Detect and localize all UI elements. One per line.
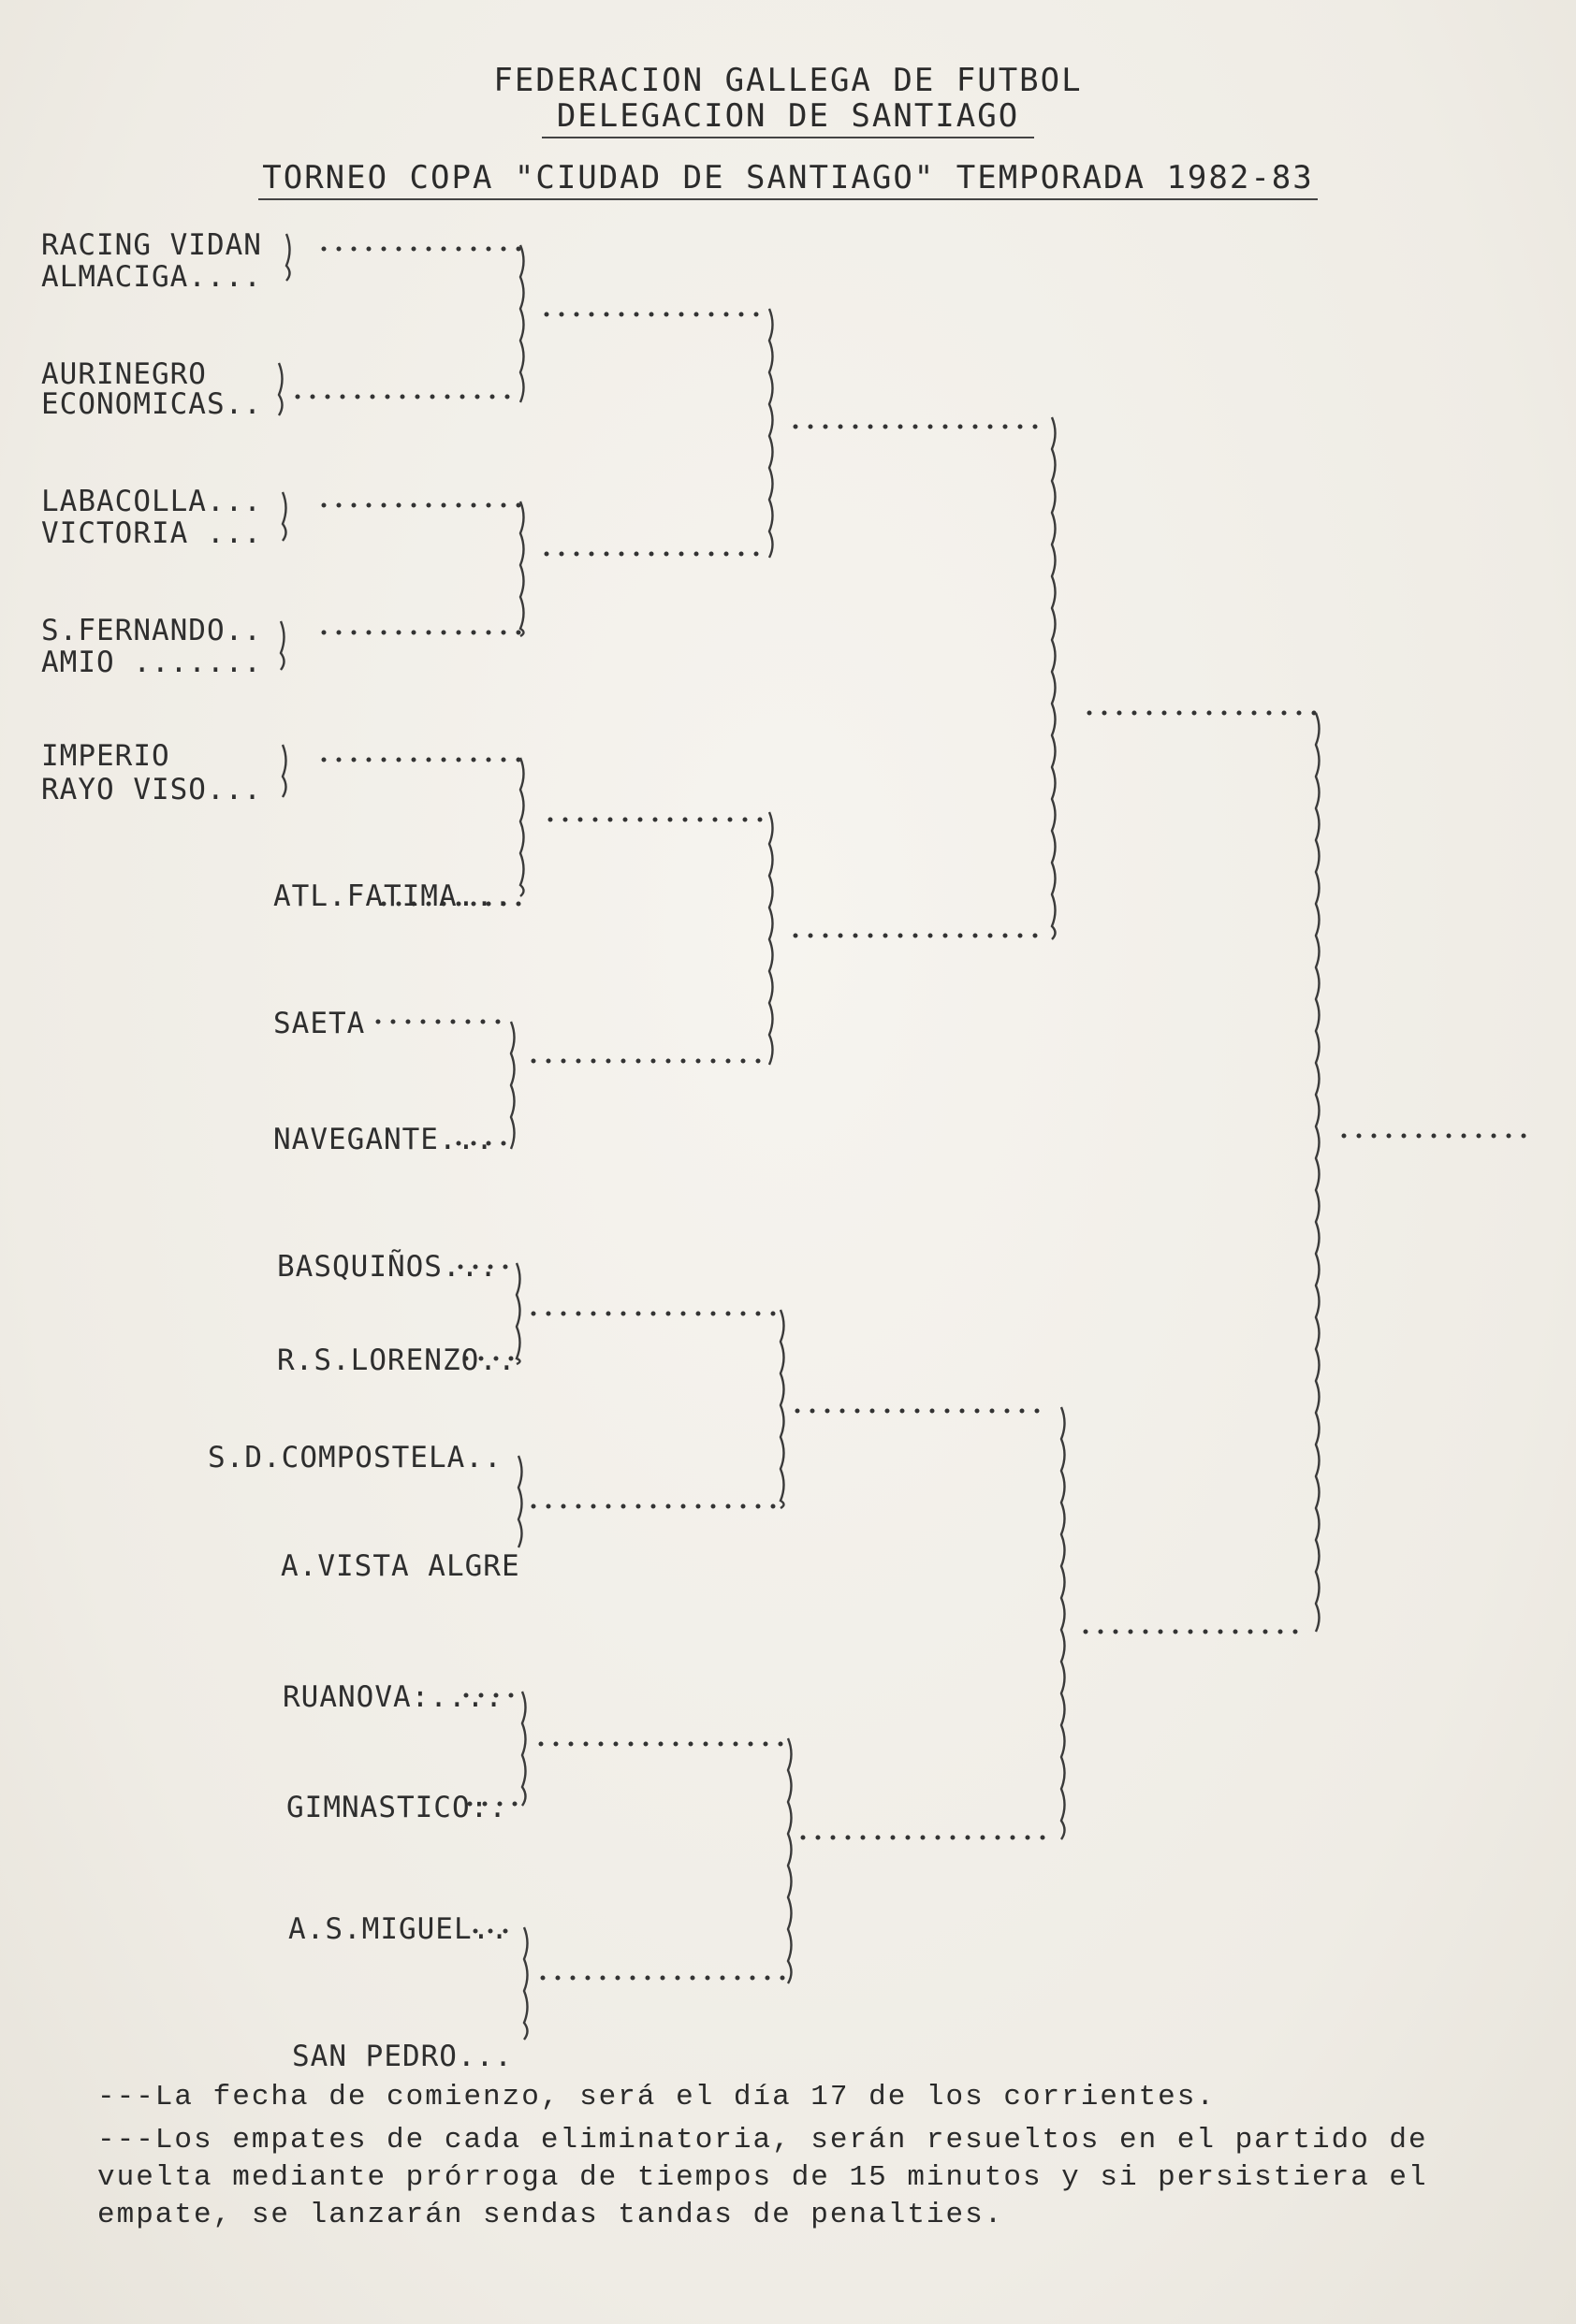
r1-pair-brace-4	[279, 620, 285, 671]
team-almaciga: ALMACIGA....	[41, 260, 262, 294]
team-atl-fatima: ATL.FATIMA...	[273, 879, 513, 913]
r2-brace-1	[518, 244, 525, 403]
team-s-d-compostela: S.D.COMPOSTELA..	[208, 1441, 503, 1474]
r4-brace-2	[1059, 1406, 1066, 1840]
federation-title: FEDERACION GALLEGA DE FUTBOL	[493, 62, 1083, 99]
team-a-s-miguel: A.S.MIGUEL..	[288, 1912, 509, 1946]
team-ruanova: RUANOVA:....	[283, 1680, 503, 1714]
r1-pair-brace-3	[281, 491, 287, 542]
delegation-title: DELEGACION DE SANTIAGO	[0, 97, 1576, 138]
r3-brace-3	[779, 1309, 785, 1510]
r3-brace-4	[786, 1737, 793, 1984]
r2-brace-8	[522, 1926, 529, 2041]
note-tiebreak: ---Los empates de cada eliminatoria, ser…	[97, 2124, 1428, 2231]
team-navegante: NAVEGANTE...	[273, 1123, 494, 1156]
team-economicas: ECONOMICAS..	[41, 387, 262, 421]
r3-brace-2	[767, 811, 774, 1066]
team-rayo-viso: RAYO VISO...	[41, 773, 262, 806]
team-saeta: SAETA	[273, 1007, 366, 1040]
r2-brace-7	[520, 1691, 527, 1807]
team-imperio: IMPERIO	[41, 739, 170, 773]
r2-brace-6	[517, 1455, 523, 1548]
r1-pair-brace-1	[285, 233, 291, 282]
team-s-fernando: S.FERNANDO..	[41, 614, 262, 647]
team-labacolla: LABACOLLA...	[41, 485, 262, 518]
tournament-title: TORNEO COPA "CIUDAD DE SANTIAGO" TEMPORA…	[0, 159, 1576, 200]
team-victoria: VICTORIA ...	[41, 516, 262, 550]
team-san-pedro: SAN PEDRO...	[292, 2040, 513, 2073]
final-brace	[1314, 712, 1321, 1633]
team-amio: AMIO .......	[41, 646, 262, 679]
r4-brace-1	[1050, 416, 1057, 940]
r2-brace-3	[518, 757, 525, 897]
note-start-date: ---La fecha de comienzo, será el día 17 …	[97, 2081, 1216, 2113]
r2-brace-2	[518, 501, 525, 638]
r3-brace-1	[767, 308, 774, 559]
team-racing-vidan: RACING VIDAN	[41, 228, 262, 262]
r1-pair-brace-2	[277, 362, 284, 416]
team-a-vista-algre: A.VISTA ALGRE	[281, 1549, 520, 1583]
team-r-s-lorenzo: R.S.LORENZO..	[277, 1344, 517, 1377]
team-gimnastico: GIMNASTICO:.	[286, 1791, 507, 1824]
team-basquinos: BASQUIÑOS...	[277, 1250, 498, 1284]
r1-pair-brace-5	[281, 744, 287, 798]
r2-brace-5	[515, 1262, 521, 1366]
team-aurinegro: AURINEGRO	[41, 357, 207, 391]
r2-brace-4	[509, 1021, 516, 1150]
